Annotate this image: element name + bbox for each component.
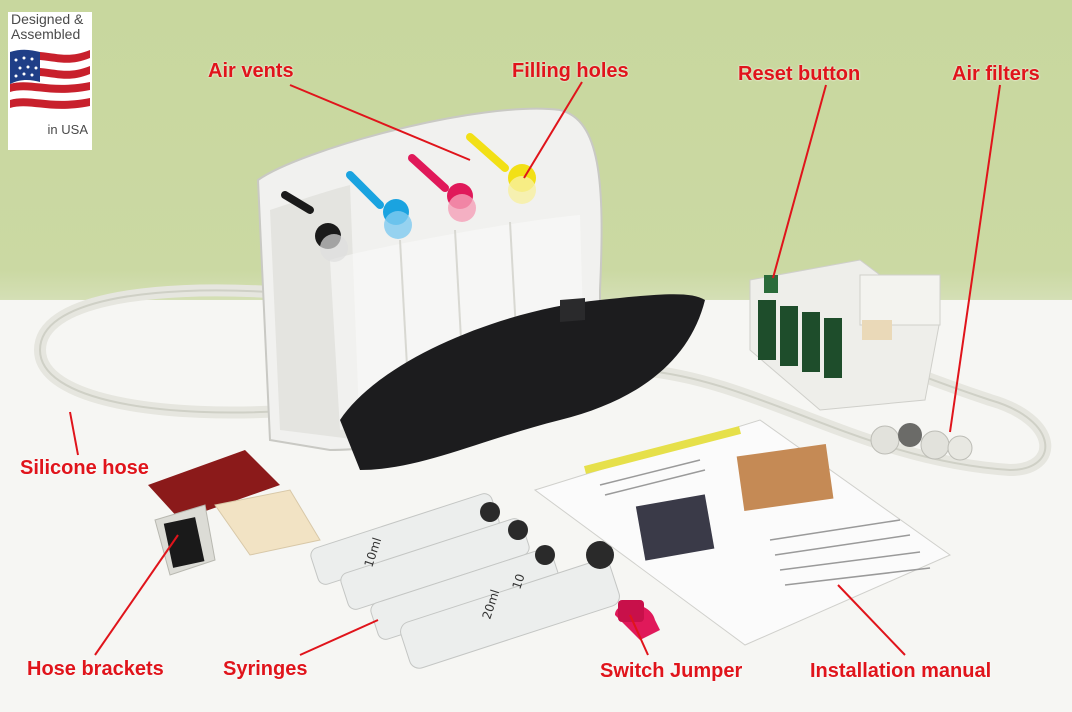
syringe-scale-label-large: 10 xyxy=(510,572,528,591)
callout-air-filters: Air filters xyxy=(952,63,1040,85)
reset-chip xyxy=(764,275,778,293)
callout-reset-button: Reset button xyxy=(738,63,861,85)
air-filters xyxy=(870,423,973,461)
silicone-hose-edge xyxy=(38,289,301,414)
switch-jumper-part xyxy=(615,600,660,640)
hose-brackets-parts xyxy=(148,450,321,576)
callout-air-vents: Air vents xyxy=(208,60,294,82)
designed-in-usa-badge: Designed & Assembled in USA xyxy=(8,12,92,150)
syringes-parts: 10ml 10 20ml xyxy=(310,493,620,669)
installation-manual-booklet xyxy=(533,419,952,646)
callout-syringes: Syringes xyxy=(223,658,308,680)
badge-line-2: Assembled xyxy=(11,26,81,42)
badge-line-3: in USA xyxy=(47,122,88,137)
callout-silicone-hose: Silicone hose xyxy=(20,457,149,479)
callout-filling-holes: Filling holes xyxy=(512,60,629,82)
callout-switch-jumper: Switch Jumper xyxy=(600,660,743,682)
callout-leader-lines xyxy=(69,81,1001,656)
black-stand xyxy=(340,294,705,470)
callout-hose-brackets: Hose brackets xyxy=(27,658,164,680)
cartridges xyxy=(749,259,941,411)
usa-flag-icon xyxy=(10,49,90,118)
callout-installation-manual: Installation manual xyxy=(810,660,992,682)
ink-caps xyxy=(281,133,536,262)
badge-line-1: Designed & xyxy=(11,11,84,27)
silicone-hose-right-edge xyxy=(639,349,1047,472)
